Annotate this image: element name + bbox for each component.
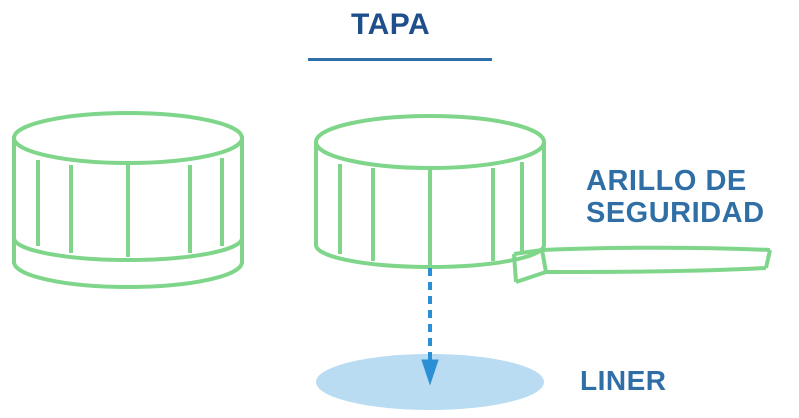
security-ring-strip xyxy=(512,245,772,284)
ring-strip-inner-end xyxy=(512,253,518,283)
left-cap-band-top-curve xyxy=(12,237,244,262)
left-cap-bottom-curve xyxy=(12,261,244,289)
title-label: TAPA xyxy=(351,8,431,41)
ring-strip-outer-end xyxy=(764,249,772,269)
liner-arrow-head xyxy=(421,359,439,386)
title-underline xyxy=(308,58,492,61)
liner-label: LINER xyxy=(580,365,667,396)
security-ring-label-line1: ARILLO DE xyxy=(586,165,747,197)
right-cap-bottom-curve xyxy=(314,244,546,269)
liner-arrow xyxy=(421,268,439,386)
ring-strip-bottom-edge xyxy=(515,266,767,284)
left-cap-top-ellipse xyxy=(12,111,244,165)
security-ring-label-line2: SEGURIDAD xyxy=(586,196,765,229)
security-ring-label: ARILLO DE SEGURIDAD xyxy=(586,165,765,230)
ring-strip-top-edge xyxy=(513,245,771,256)
right-cap xyxy=(314,114,546,269)
right-cap-top-ellipse xyxy=(314,114,546,170)
left-cap xyxy=(12,111,244,289)
ring-strip-fold xyxy=(540,249,548,273)
